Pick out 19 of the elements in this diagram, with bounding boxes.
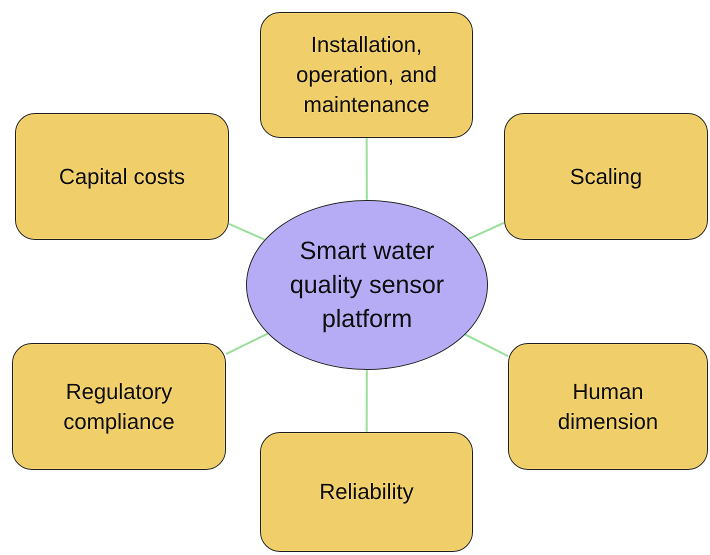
topic-box <box>12 343 226 470</box>
connector-line <box>366 138 368 200</box>
connector-line <box>366 370 368 432</box>
topic-box <box>260 432 473 552</box>
topic-box <box>260 12 473 138</box>
node-text: Installation, operation, and maintenance <box>295 31 438 119</box>
connector-line <box>226 332 268 355</box>
node-text: Human dimension <box>556 378 660 436</box>
node-text: Smart water quality sensor platform <box>288 236 446 335</box>
node-text: Capital costs <box>59 162 185 191</box>
topic-box <box>15 113 229 240</box>
node-text: Reliability <box>319 478 414 506</box>
node-text: Scaling <box>570 162 642 191</box>
connector-line <box>468 222 504 240</box>
node-text: Regulatory compliance <box>62 378 176 436</box>
topic-box <box>504 113 708 240</box>
topic-box <box>508 343 708 470</box>
connector-line <box>228 222 266 241</box>
connector-line <box>464 334 508 357</box>
